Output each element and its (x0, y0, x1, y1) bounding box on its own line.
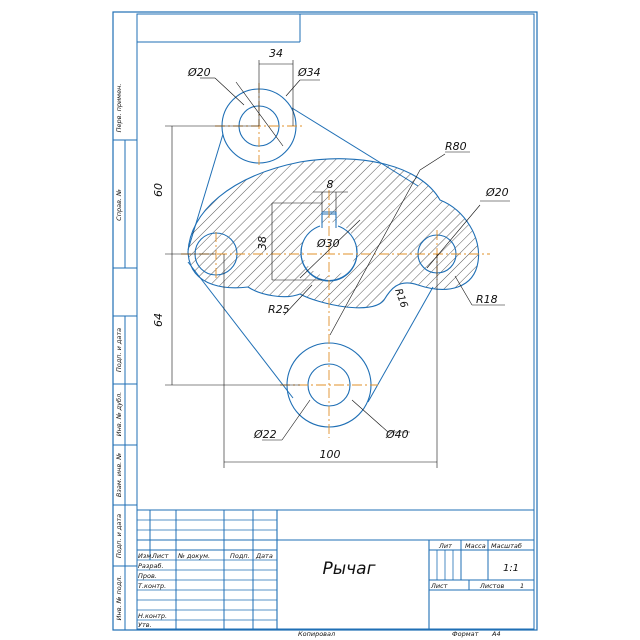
dim-r-right: R18 (476, 293, 498, 306)
dim-r-big: R80 (445, 140, 467, 153)
tb-mass: Масса (465, 542, 486, 550)
tangent-bottom-right (367, 286, 434, 403)
side-label-inv-dup: Инв. № дубл. (115, 392, 123, 436)
dim-d-top-outer: Ø34 (297, 66, 321, 79)
tb-row-ncontrol: Н.контр. (138, 612, 167, 620)
dim-r-left: R25 (268, 303, 290, 316)
tb-col-izm: Изм. (138, 552, 153, 560)
sheet-outer-frame (112, 11, 538, 631)
side-label-ref-no: Справ. № (115, 189, 123, 221)
tangent-bottom-left (187, 261, 294, 399)
dim-slot-h: 38 (256, 236, 269, 250)
tb-col-date: Дата (255, 552, 273, 560)
dim-d-top-inner: Ø20 (187, 66, 211, 79)
footer-format-value: А4 (491, 630, 501, 638)
side-strip: Перв. примен. Справ. № Подп. и дата Инв.… (113, 84, 137, 630)
tb-sheet: Лист (430, 582, 448, 590)
side-label-sign-date-2: Подп. и дата (115, 514, 123, 558)
tb-col-sign: Подп. (230, 552, 250, 560)
dim-d-bottom-outer: Ø40 (385, 428, 409, 441)
dim-h-bottom: 64 (152, 313, 165, 327)
dim-w-top: 34 (269, 47, 283, 60)
tb-col-doc: № докум. (177, 552, 210, 560)
tb-sheets-value: 1 (520, 582, 524, 590)
side-label-sign-date-1: Подп. и дата (115, 328, 123, 372)
tb-scale-value: 1:1 (503, 563, 519, 574)
tb-row-dev: Разраб. (138, 562, 164, 570)
tb-row-approve: Утв. (138, 621, 152, 629)
dim-w-total: 100 (320, 448, 341, 461)
side-label-first-use: Перв. примен. (115, 84, 123, 133)
dim-h-top: 60 (152, 183, 165, 197)
part-title: Рычаг (322, 559, 375, 579)
side-label-inv-orig: Инв. № подл. (115, 576, 123, 621)
lever-drawing: 34 Ø20 Ø34 60 64 8 38 Ø30 R80 Ø20 R25 R1… (152, 47, 510, 468)
tb-row-check: Пров. (138, 572, 157, 580)
sheet-inner-frame (136, 13, 535, 630)
tb-row-tcontrol: Т.контр. (138, 582, 166, 590)
dim-d-right: Ø20 (485, 186, 509, 199)
footer-copied: Копировал (298, 630, 335, 638)
dim-d-center: Ø30 (316, 237, 340, 250)
tb-lit: Лит (438, 542, 452, 550)
tb-col-list: Лист (151, 552, 169, 560)
tb-sheets: Листов (479, 582, 504, 590)
title-block: Изм. Лист № докум. Подп. Дата Разраб. Пр… (137, 509, 534, 629)
footer-format: Формат (452, 630, 479, 638)
dim-slot-w: 8 (327, 178, 334, 191)
side-label-inv-replace: Взам. инв. № (115, 453, 123, 497)
dim-r-small: R16 (392, 287, 409, 309)
dim-d-bottom-inner: Ø22 (253, 428, 277, 441)
tb-scale: Масштаб (491, 542, 522, 550)
